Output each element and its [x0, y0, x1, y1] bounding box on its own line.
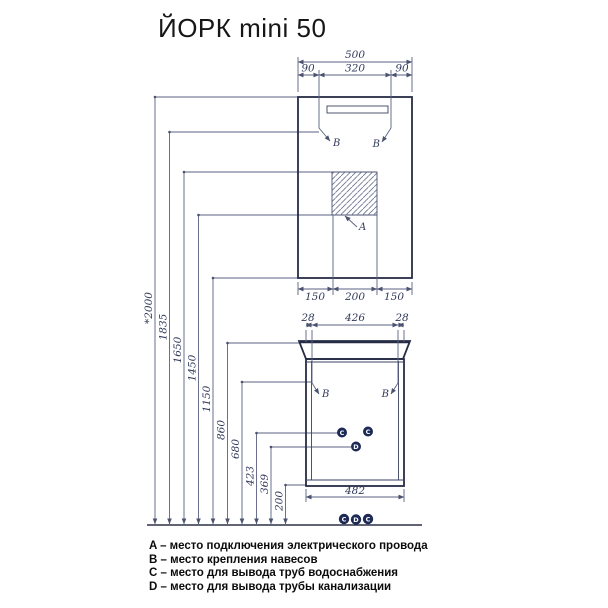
washbasin — [297, 340, 412, 360]
height-dim-1650: 1650 — [172, 336, 184, 363]
legend-item-b: B – место крепления навесов — [149, 553, 318, 566]
height-dim-1835: 1835 — [158, 313, 170, 340]
supply-port-icon — [338, 513, 350, 525]
base-width-bottom: 482 — [344, 485, 365, 497]
base-top-dim-mid: 426 — [344, 312, 365, 324]
base-top-dim-right: 28 — [394, 312, 409, 324]
mirror-hook-label-left: B — [332, 138, 340, 149]
drain-port-icon — [350, 514, 362, 525]
legend: A – место подключения электрического про… — [149, 540, 428, 594]
drain-port-icon — [351, 441, 361, 452]
supply-port-icon — [363, 426, 373, 437]
mirror-top-dim-right: 90 — [395, 63, 409, 75]
mirror-light-slot — [326, 105, 389, 114]
mirror-hook-label-right: B — [372, 139, 380, 150]
mirror-bottom-dim-right: 150 — [384, 291, 404, 303]
svg-text:D: D — [353, 443, 359, 451]
legend-item-c: C – место для вывода труб водоснабжения — [149, 567, 398, 579]
base-cabinet-body — [305, 358, 405, 487]
height-dim-2000: *2000 — [143, 292, 155, 324]
mirror-top-dim-mid: 320 — [345, 63, 365, 75]
height-dim-423: 423 — [245, 466, 257, 487]
base-hook-label-left: B — [321, 389, 329, 400]
svg-text:C: C — [340, 429, 345, 437]
height-dim-1150: 1150 — [201, 385, 213, 412]
supply-port-icon — [362, 513, 374, 525]
page-title: ЙОРК mini 50 — [158, 13, 327, 43]
power-area-label: A — [358, 222, 366, 233]
power-connection-area — [331, 171, 378, 216]
base-hook-label-right: B — [381, 389, 389, 400]
mirror-top-dim-left: 90 — [301, 63, 315, 75]
svg-text:C: C — [366, 516, 371, 524]
svg-text:D: D — [353, 516, 359, 524]
base-top-dim-left: 28 — [300, 312, 315, 324]
height-dim-680: 680 — [230, 439, 242, 459]
mirror-width-total: 500 — [345, 49, 365, 61]
height-dim-200: 200 — [274, 491, 286, 512]
supply-port-icon — [337, 427, 347, 438]
height-dimension-lines: *2000 1835 1650 1450 1150 860 680 423 36… — [143, 95, 377, 525]
mirror-cabinet-drawing: B B A 500 90 320 90 150 200 — [297, 49, 413, 303]
svg-text:C: C — [342, 516, 347, 524]
base-cabinet-drawing: B B 28 426 28 C C D 482 — [297, 312, 412, 502]
floor-ports: C D C — [338, 513, 374, 525]
mirror-bottom-dim-mid: 200 — [344, 291, 365, 303]
svg-text:C: C — [366, 428, 371, 436]
height-dim-1450: 1450 — [187, 354, 199, 381]
mirror-bottom-dim-left: 150 — [305, 291, 325, 303]
height-dim-369: 369 — [259, 474, 271, 494]
legend-item-a: A – место подключения электрического про… — [149, 540, 428, 552]
legend-item-d: D – место для вывода трубы канализации — [149, 580, 392, 593]
height-dim-860: 860 — [216, 420, 228, 440]
mirror-cabinet-body — [297, 96, 413, 279]
